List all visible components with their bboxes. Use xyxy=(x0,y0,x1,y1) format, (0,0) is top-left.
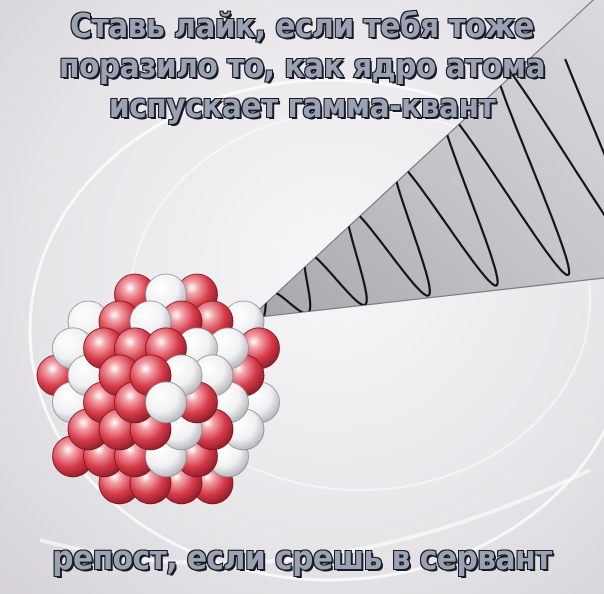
top-caption-line: испускает гамма-квант xyxy=(108,85,497,126)
top-caption: Ставь лайк, если тебя тоже поразило то, … xyxy=(0,5,604,126)
atomic-nucleus-icon xyxy=(36,273,280,505)
top-caption-line: Ставь лайк, если тебя тоже xyxy=(69,5,535,46)
top-caption-line: поразило то, как ядро атома xyxy=(58,45,547,86)
neutron-sphere xyxy=(145,381,187,424)
bottom-caption: репост, если срешь в сервант xyxy=(51,537,553,578)
